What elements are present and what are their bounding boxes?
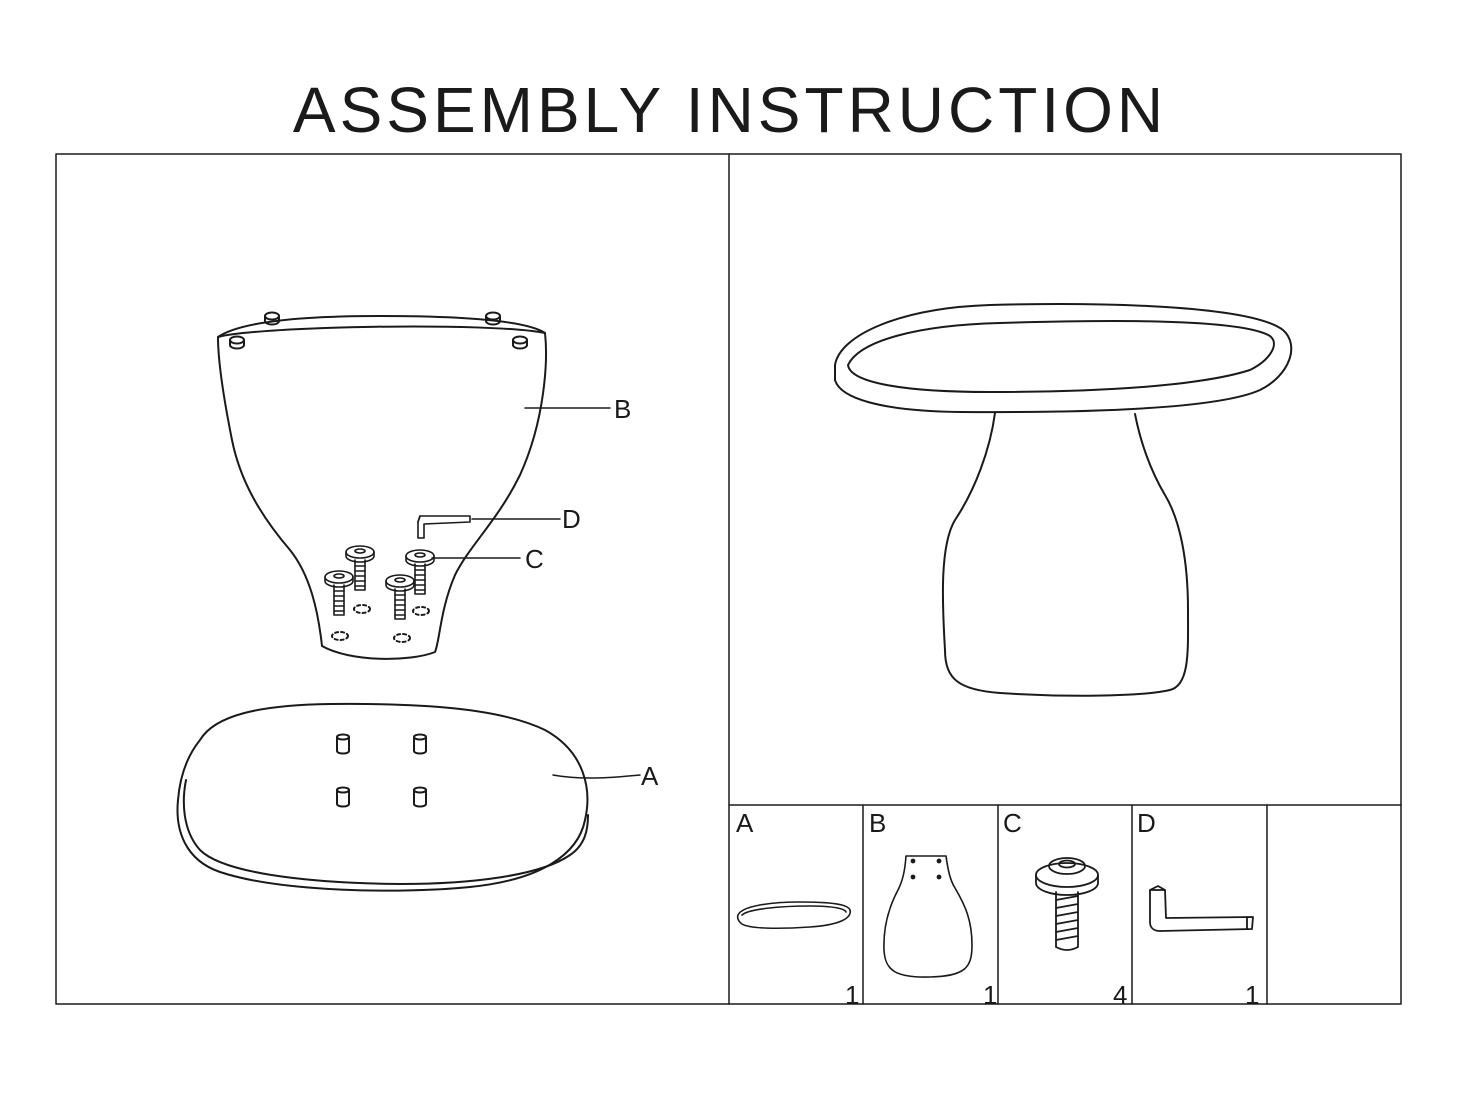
assembled-table: [834, 303, 1293, 697]
allen-key-icon: [1149, 885, 1254, 932]
allen-key-exploded: [417, 515, 471, 539]
part-qty-a: 1: [845, 980, 860, 1010]
part-qty-c: 4: [1113, 980, 1128, 1010]
page-title: ASSEMBLY INSTRUCTION: [292, 74, 1168, 146]
part-id-b: B: [869, 808, 887, 838]
tabletop-icon: [736, 901, 851, 930]
callout-label-c: C: [525, 544, 544, 574]
part-id-a: A: [736, 808, 754, 838]
table-base-icon: [883, 855, 973, 978]
bolt-icon: [1035, 857, 1099, 951]
callout-label-a: A: [641, 761, 659, 791]
part-id-c: C: [1003, 808, 1022, 838]
callout-label-d: D: [562, 504, 581, 534]
callout-label-b: B: [614, 394, 632, 424]
bolts-exploded: [324, 545, 435, 620]
part-qty-b: 1: [983, 980, 998, 1010]
tabletop-exploded: [176, 702, 589, 892]
part-qty-d: 1: [1245, 980, 1260, 1010]
base-body-exploded: [217, 311, 547, 660]
part-id-d: D: [1137, 808, 1156, 838]
